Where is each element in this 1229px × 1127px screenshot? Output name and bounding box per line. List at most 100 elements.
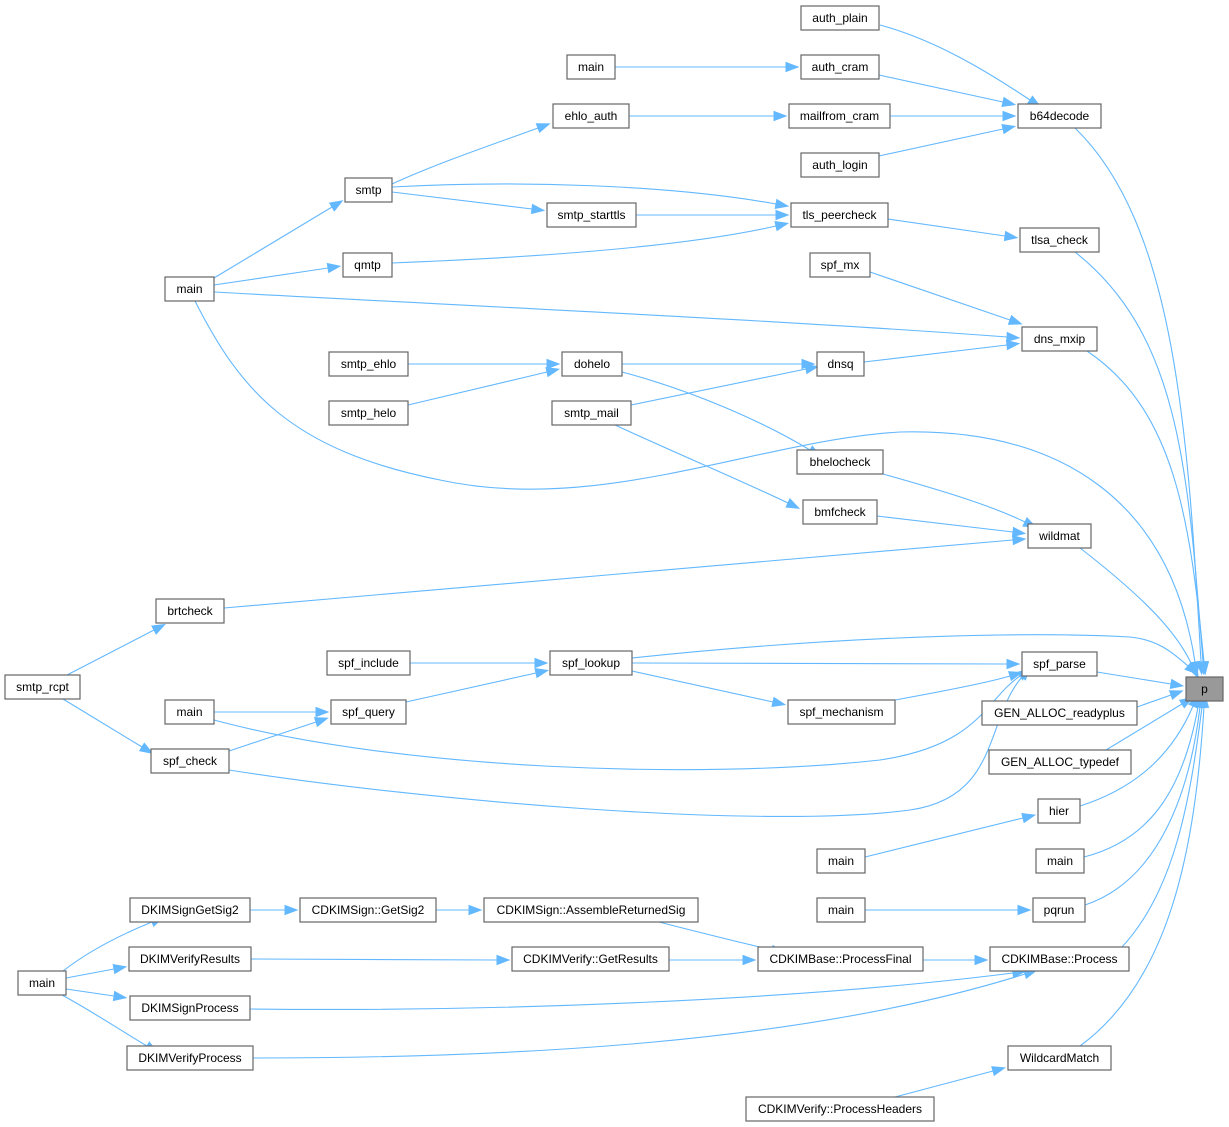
node-smtp-starttls[interactable]: smtp_starttls [546,202,637,228]
edge-line [391,225,777,264]
edge-line [65,988,115,997]
node-main-d[interactable]: main [816,848,866,874]
node-box [4,674,81,700]
node-label: GEN_ALLOC_readyplus [994,706,1125,720]
edge-cdkimverify_processheaders-to-wildcardmatch [894,1066,1006,1098]
edge-gen_readyplus-to-p [1136,690,1184,708]
node-main-c[interactable]: main [164,699,215,725]
node-pqrun[interactable]: pqrun [1032,897,1086,923]
edge-line [631,670,774,703]
node-main-g[interactable]: main [17,970,67,996]
edge-line [876,515,1014,533]
node-tls-peercheck[interactable]: tls_peercheck [790,202,889,228]
arrowhead-icon [313,717,329,728]
node-main-a[interactable]: main [566,54,616,80]
node-box [1019,227,1100,253]
node-smtp-helo[interactable]: smtp_helo [328,400,409,426]
arrowhead-icon [326,262,342,274]
node-dnsq[interactable]: dnsq [816,351,865,377]
node-label: DKIMVerifyProcess [138,1051,241,1065]
node-mailfrom-cram[interactable]: mailfrom_cram [788,103,891,129]
node-dohelo[interactable]: dohelo [561,351,623,377]
node-box [800,5,880,31]
edge-smtp_rcpt-to-spf_check [62,698,154,754]
node-ehlo-auth[interactable]: ehlo_auth [552,103,630,129]
node-smtp-rcpt[interactable]: smtp_rcpt [4,674,81,700]
node-cdkimverify-processheaders[interactable]: CDKIMVerify::ProcessHeaders [745,1096,935,1122]
node-spf-include[interactable]: spf_include [326,650,411,676]
node-dkim-signprocess[interactable]: DKIMSignProcess [129,995,251,1021]
node-dkim-verifyresults[interactable]: DKIMVerifyResults [128,946,252,972]
node-spf-parse[interactable]: spf_parse [1021,651,1098,677]
node-label: dohelo [574,357,610,371]
node-gen-readyplus[interactable]: GEN_ALLOC_readyplus [981,700,1138,726]
edge-line [621,371,811,451]
arrowhead-icon [1011,526,1027,538]
node-label: p [1201,682,1208,696]
node-main-f[interactable]: main [816,897,866,923]
node-hier[interactable]: hier [1037,798,1081,824]
arrowhead-icon [535,123,551,134]
node-box [816,897,866,923]
node-cdkimbase-process[interactable]: CDKIMBase::Process [989,946,1130,972]
node-spf-check[interactable]: spf_check [150,748,230,774]
node-smtp-ehlo[interactable]: smtp_ehlo [328,351,409,377]
node-main-b[interactable]: main [164,276,215,302]
edge-smtp-to-ehlo_auth [391,123,551,185]
arrowhead-icon [1005,339,1021,351]
node-main-e[interactable]: main [1035,848,1085,874]
node-auth-login[interactable]: auth_login [800,152,880,178]
edge-line [407,371,548,406]
arrowhead-icon [1021,813,1037,824]
node-box [745,1096,935,1122]
node-box [989,946,1130,972]
node-dkim-verifyprocess[interactable]: DKIMVerifyProcess [126,1045,254,1071]
edge-line [250,958,498,961]
node-b64decode[interactable]: b64decode [1017,103,1102,129]
node-box [299,897,437,923]
node-cdkimsign-getsig2[interactable]: CDKIMSign::GetSig2 [299,897,437,923]
node-auth-cram[interactable]: auth_cram [800,54,880,80]
edge-line [1079,547,1194,668]
node-smtp[interactable]: smtp [344,177,393,203]
arrowhead-icon [773,110,788,122]
node-cdkimverify-getresults[interactable]: CDKIMVerify::GetResults [511,946,670,972]
node-gen-typedef[interactable]: GEN_ALLOC_typedef [988,749,1132,775]
edge-wildcardmatch-to-p [1079,693,1210,1047]
node-spf-mx[interactable]: spf_mx [809,252,871,278]
edge-spf_check-to-spf_query [228,717,329,752]
node-tlsa-check[interactable]: tlsa_check [1019,227,1100,253]
node-box [816,848,866,874]
node-brtcheck[interactable]: brtcheck [155,598,225,624]
node-wildmat[interactable]: wildmat [1027,523,1092,549]
node-cdkimbase-processfinal[interactable]: CDKIMBase::ProcessFinal [757,946,924,972]
arrowhead-icon [1002,110,1017,122]
edge-line [1079,705,1194,807]
node-p[interactable]: p [1185,676,1224,702]
edge-line [1074,127,1202,663]
arrowhead-icon [1012,534,1027,546]
node-smtp-mail[interactable]: smtp_mail [551,400,632,426]
node-cdkimsign-assemble[interactable]: CDKIMSign::AssembleReturnedSig [483,897,699,923]
node-box [328,351,409,377]
edge-main_b-to-qmtp [213,262,342,286]
node-spf-mechanism[interactable]: spf_mechanism [787,699,896,725]
node-auth-plain[interactable]: auth_plain [800,5,880,31]
node-bhelocheck[interactable]: bhelocheck [796,449,884,475]
node-spf-query[interactable]: spf_query [330,699,407,725]
node-dkim-signgetsig2[interactable]: DKIMSignGetSig2 [129,897,251,923]
edge-main_b-to-dns_mxip [213,291,1021,343]
node-dns-mxip[interactable]: dns_mxip [1021,326,1098,352]
edge-dkim_signgetsig2-to-cdkimsign_getsig2 [250,904,299,916]
node-label: spf_mx [821,258,860,272]
node-label: smtp_ehlo [341,357,397,371]
edge-brtcheck-to-wildmat [223,534,1027,609]
node-wildcardmatch[interactable]: WildcardMatch [1007,1045,1112,1071]
edge-line [887,218,1006,237]
arrowhead-icon [546,358,561,370]
node-qmtp[interactable]: qmtp [342,252,393,278]
node-box [164,276,215,302]
node-spf-lookup[interactable]: spf_lookup [549,650,633,676]
node-bmfcheck[interactable]: bmfcheck [802,499,878,525]
edge-line [1079,706,1205,1047]
